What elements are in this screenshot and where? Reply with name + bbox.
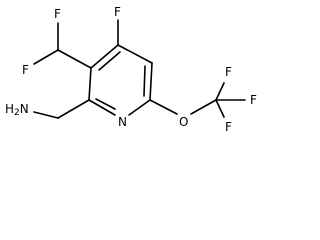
atom-f-ring: F (114, 5, 121, 19)
bond-o-cf3 (190, 99, 217, 115)
atom-ring-nitrogen: N (118, 115, 127, 129)
bond-c6-n1 (128, 99, 151, 116)
atom-cf3-f-top: F (225, 65, 232, 79)
bond-c3-chf2 (57, 49, 92, 69)
double-bond-c3-c4 (98, 51, 121, 71)
atom-f-difluoromethyl-top: F (54, 7, 61, 21)
bond-c2-c3 (88, 67, 92, 101)
bond-c6-o (149, 99, 178, 115)
atom-f-difluoromethyl-left: F (22, 63, 29, 77)
atom-cf3-f-right: F (250, 93, 257, 107)
atom-cf3-f-bottom: F (225, 120, 232, 134)
atom-aminomethyl-nh2: H2N (5, 102, 29, 118)
chemical-structure-diagram: F F F H2N N O F F F (5, 5, 257, 134)
atom-label-layer: F F F H2N N O F F F (5, 5, 257, 134)
bond-layer (33, 19, 246, 119)
bond-ch2-n (33, 111, 59, 119)
bond-c4-c5 (117, 44, 153, 64)
bond-c3-c4 (90, 44, 119, 69)
bond-cf3-f-top (215, 82, 225, 101)
double-bond-c5-c6 (143, 65, 146, 97)
bond-c2-ch2 (57, 99, 90, 119)
bond-c5-c6 (149, 62, 153, 101)
bond-n1-c2 (88, 99, 116, 116)
bond-cf3-f-bottom (215, 99, 225, 118)
atom-ether-oxygen: O (179, 115, 188, 129)
bond-chf2-f-left (33, 49, 59, 65)
double-bond-n1-c2 (95, 98, 116, 110)
